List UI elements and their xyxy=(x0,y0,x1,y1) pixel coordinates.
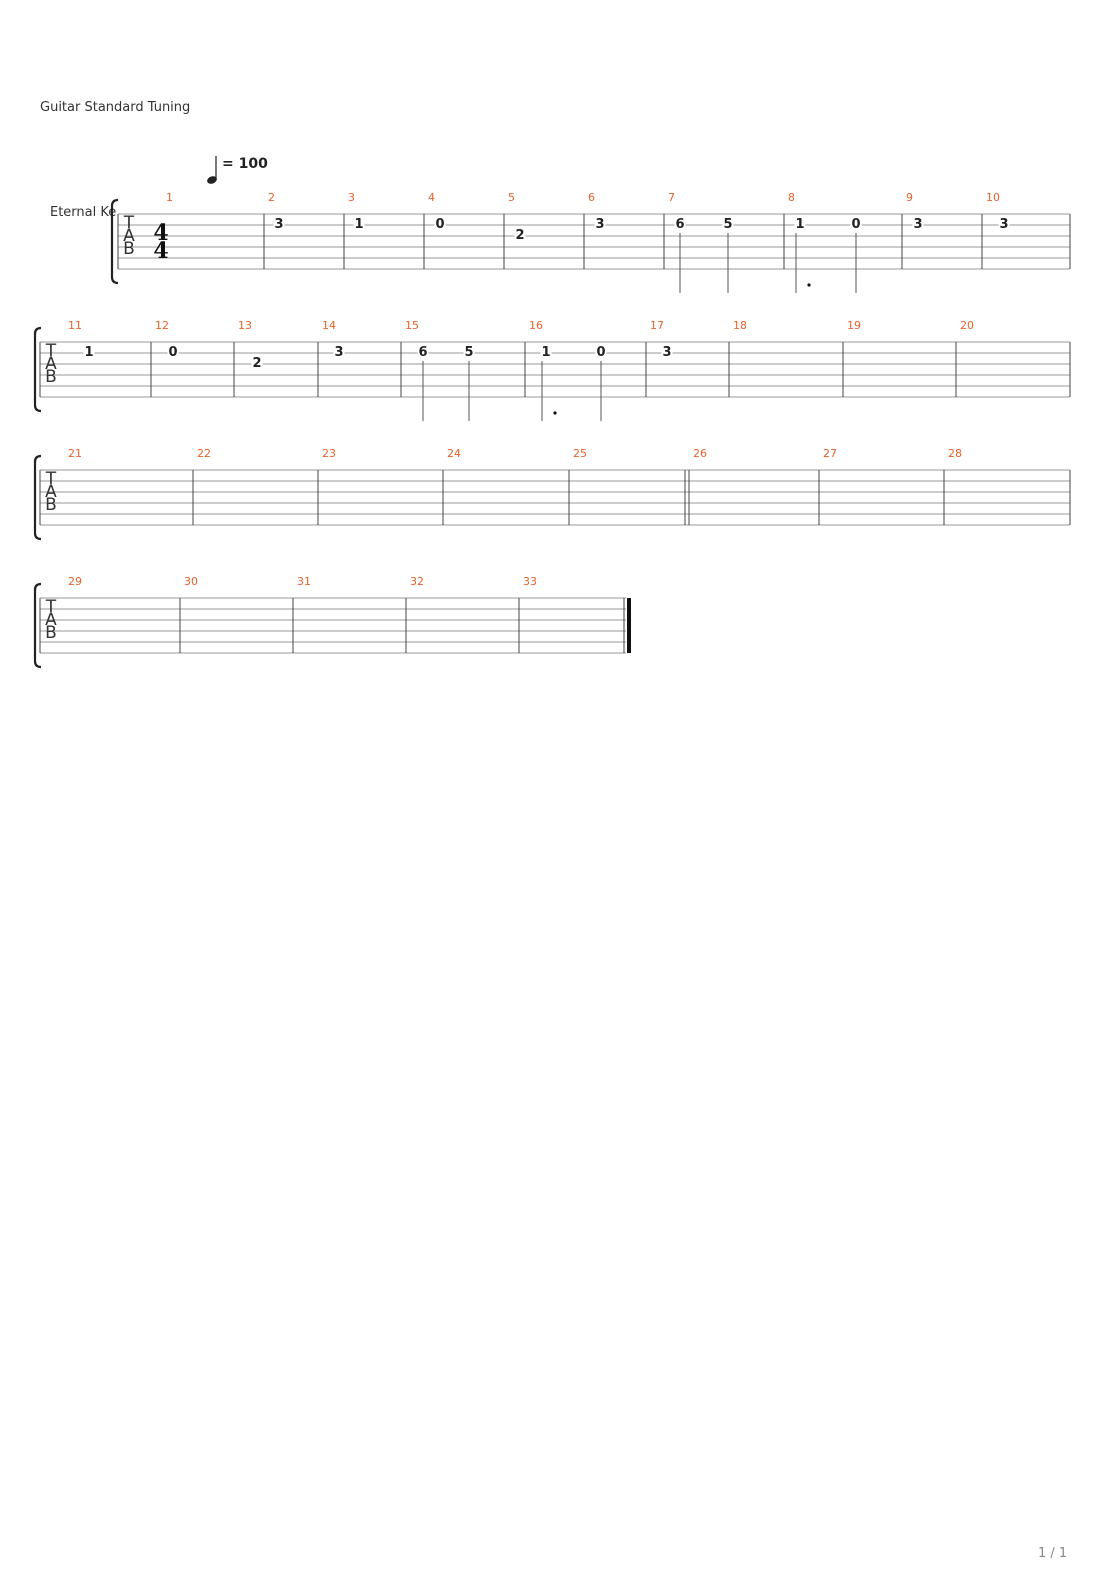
bar-number: 17 xyxy=(650,319,664,332)
time-signature-bottom: 4 xyxy=(153,238,169,264)
system-bracket xyxy=(33,326,42,413)
bar-number: 6 xyxy=(588,191,595,204)
tempo-marking: = 100 xyxy=(206,152,286,188)
tab-clef-letter: A xyxy=(45,482,57,502)
tab-clef-letter: T xyxy=(45,469,57,489)
bar-number: 18 xyxy=(733,319,747,332)
bar-number: 19 xyxy=(847,319,861,332)
fret-number: 1 xyxy=(794,217,806,232)
bar-number: 8 xyxy=(788,191,795,204)
bar-number: 33 xyxy=(523,575,537,588)
fret-number: 1 xyxy=(83,345,95,360)
bar-number: 26 xyxy=(693,447,707,460)
tab-clef-letter: A xyxy=(45,354,57,374)
system-bracket xyxy=(110,198,119,285)
bar-number: 28 xyxy=(948,447,962,460)
fret-number: 1 xyxy=(353,217,365,232)
bar-number: 15 xyxy=(405,319,419,332)
fret-number: 3 xyxy=(333,345,345,360)
tab-staff xyxy=(33,582,631,669)
bar-number: 5 xyxy=(508,191,515,204)
fret-number: 5 xyxy=(722,217,734,232)
fret-number: 0 xyxy=(595,345,607,360)
tab-clef-letter: B xyxy=(45,367,57,387)
fret-number: 5 xyxy=(463,345,475,360)
fret-number: 0 xyxy=(434,217,446,232)
tab-clef-letter: T xyxy=(45,341,57,361)
fret-number: 3 xyxy=(998,217,1010,232)
bar-number: 21 xyxy=(68,447,82,460)
bar-number: 13 xyxy=(238,319,252,332)
tab-clef-letter: B xyxy=(123,239,135,259)
bar-number: 30 xyxy=(184,575,198,588)
bar-number: 7 xyxy=(668,191,675,204)
bar-number: 1 xyxy=(166,191,173,204)
bar-number: 29 xyxy=(68,575,82,588)
tab-staff xyxy=(33,454,1071,541)
fret-number: 6 xyxy=(417,345,429,360)
final-bar-thick xyxy=(627,598,631,653)
system-bracket xyxy=(33,582,42,669)
fret-number: 2 xyxy=(251,356,263,371)
quarter-note-icon xyxy=(207,156,217,184)
bar-number: 10 xyxy=(986,191,1000,204)
tab-clef-letter: T xyxy=(123,213,135,233)
tab-clef-letter: B xyxy=(45,623,57,643)
system-bracket xyxy=(33,454,42,541)
bar-number: 32 xyxy=(410,575,424,588)
dotted-note-dot xyxy=(807,283,811,287)
time-signature-top: 4 xyxy=(153,220,169,246)
bar-number: 4 xyxy=(428,191,435,204)
bar-number: 12 xyxy=(155,319,169,332)
bar-number: 27 xyxy=(823,447,837,460)
tempo-value: = 100 xyxy=(222,156,268,172)
fret-number: 6 xyxy=(674,217,686,232)
bar-number: 2 xyxy=(268,191,275,204)
fret-number: 3 xyxy=(594,217,606,232)
bar-number: 3 xyxy=(348,191,355,204)
fret-number: 3 xyxy=(912,217,924,232)
fret-number: 3 xyxy=(273,217,285,232)
bar-number: 20 xyxy=(960,319,974,332)
tab-clef-letter: A xyxy=(123,226,135,246)
fret-number: 2 xyxy=(514,228,526,243)
tab-clef-letter: T xyxy=(45,597,57,617)
fret-number: 0 xyxy=(167,345,179,360)
bar-number: 23 xyxy=(322,447,336,460)
track-name: Eternal Ke xyxy=(50,205,117,220)
bar-number: 9 xyxy=(906,191,913,204)
tab-clef-letter: B xyxy=(45,495,57,515)
page-indicator: 1 / 1 xyxy=(1038,1546,1068,1561)
bar-number: 22 xyxy=(197,447,211,460)
tab-staff xyxy=(110,198,1071,293)
bar-number: 25 xyxy=(573,447,587,460)
fret-number: 3 xyxy=(661,345,673,360)
tab-clef-letter: A xyxy=(45,610,57,630)
fret-number: 1 xyxy=(540,345,552,360)
bar-number: 11 xyxy=(68,319,82,332)
tuning-label: Guitar Standard Tuning xyxy=(40,100,191,115)
bar-number: 31 xyxy=(297,575,311,588)
bar-number: 16 xyxy=(529,319,543,332)
bar-number: 24 xyxy=(447,447,461,460)
dotted-note-dot xyxy=(553,411,557,415)
tab-staff xyxy=(33,326,1071,421)
fret-number: 0 xyxy=(850,217,862,232)
bar-number: 14 xyxy=(322,319,336,332)
